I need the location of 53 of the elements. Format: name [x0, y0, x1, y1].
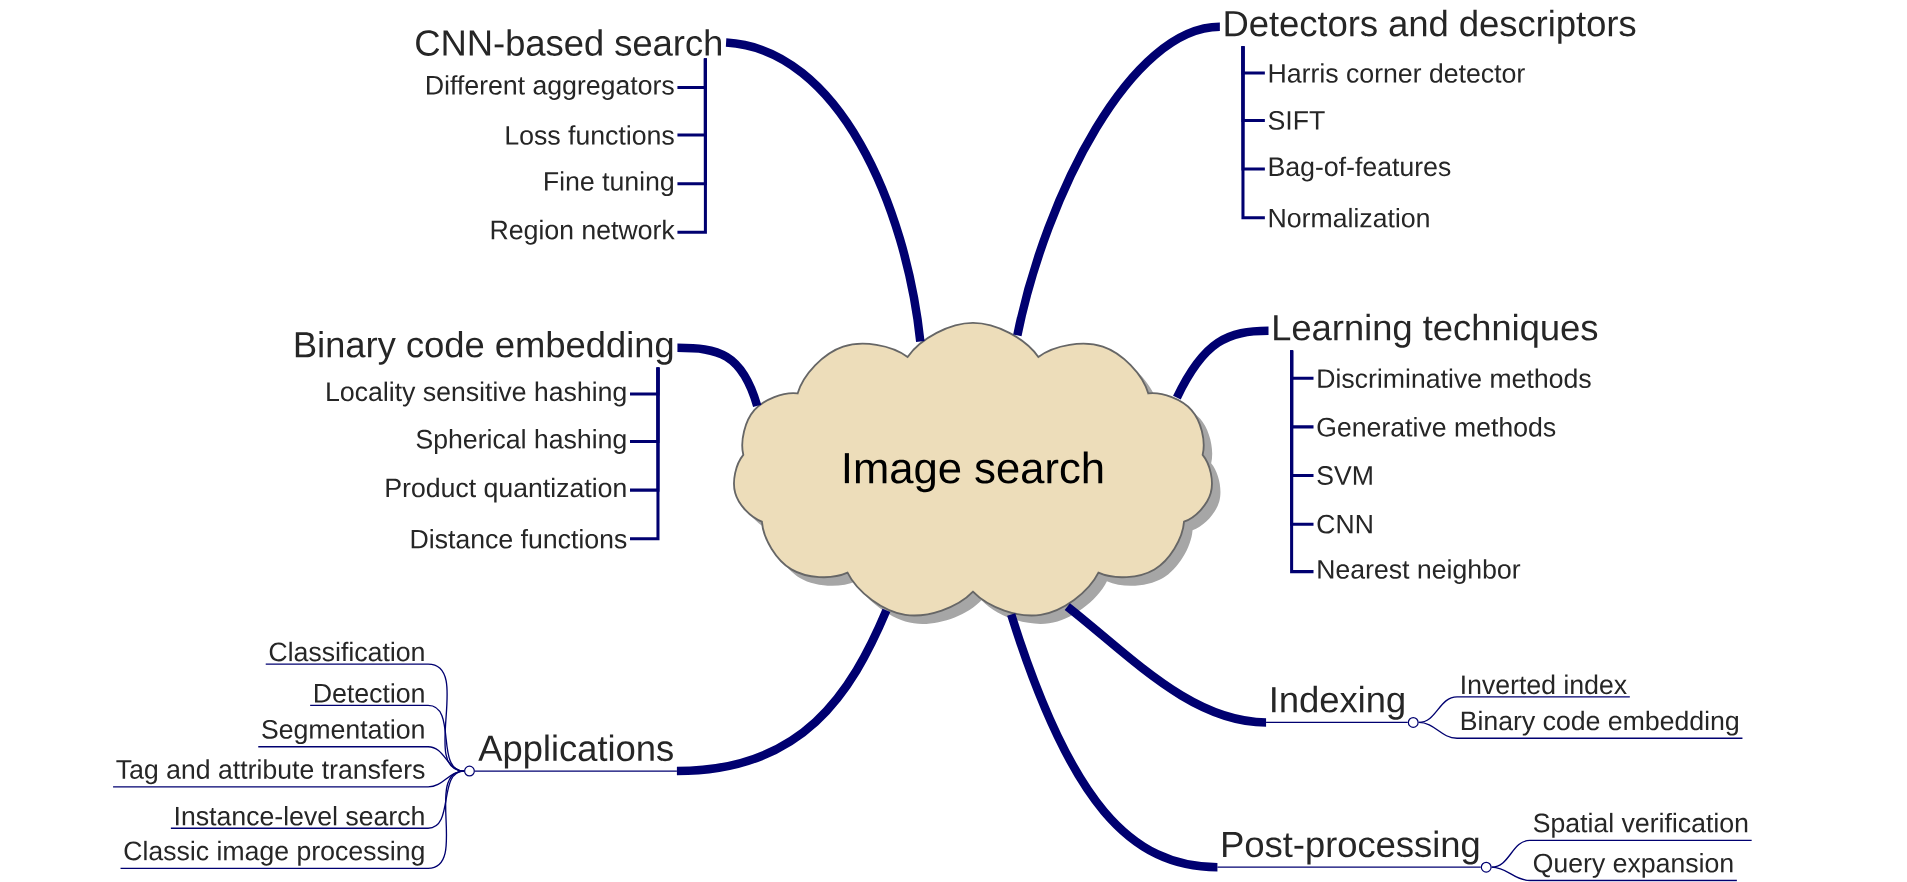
subtopic-label: Nearest neighbor	[1318, 559, 1521, 585]
branch-line	[119, 770, 465, 870]
branch-line	[257, 746, 465, 772]
topic-label: Detectors and descriptors	[1225, 9, 1636, 44]
subtopic-label: Inverted index	[1462, 674, 1627, 695]
branch-line	[1265, 721, 1409, 724]
branch-line	[676, 608, 891, 776]
branch-line	[1216, 866, 1482, 868]
subtopic-label: Product quantization	[386, 477, 626, 503]
branch-line	[1418, 721, 1744, 740]
subtopic-label: Detection	[315, 683, 424, 703]
subtopic-label: Normalization	[1269, 208, 1429, 228]
subtopic-label: SVM	[1317, 466, 1372, 486]
subtopic-label: Region network	[491, 220, 675, 245]
subtopic-label: Segmentation	[262, 719, 424, 745]
subtopic-label: SIFT	[1268, 111, 1325, 130]
subtopic-label: Query expansion	[1533, 853, 1733, 878]
subtopic-label: Tag and attribute transfers	[116, 759, 425, 785]
branch-line	[1290, 350, 1314, 574]
branch-line	[677, 58, 707, 234]
topic-label: Indexing	[1272, 686, 1404, 720]
branch-line	[474, 770, 678, 772]
subtopic-label: Distance functions	[411, 529, 627, 549]
branch-line	[1241, 46, 1265, 220]
branch-line	[1491, 866, 1738, 882]
subtopic-label: Instance-level search	[176, 806, 424, 826]
subtopic-label: Locality sensitive hashing	[327, 381, 626, 407]
subtopic-label: CNN	[1317, 514, 1372, 534]
branch-line	[1173, 326, 1269, 400]
topic-label: Post-processing	[1223, 830, 1479, 865]
subtopic-label: Binary code embedding	[1461, 710, 1738, 736]
subtopic-label: Loss functions	[506, 125, 674, 145]
branch-line	[725, 38, 925, 343]
subtopic-label: Different aggregators	[427, 75, 674, 101]
subtopic-label: Harris corner detector	[1269, 63, 1525, 83]
subtopic-label: Classic image processing	[124, 840, 424, 866]
branch-line	[1064, 603, 1267, 727]
topic-label: Binary code embedding	[295, 331, 673, 365]
branch-line	[1013, 22, 1221, 337]
subtopic-label: Spatial verification	[1533, 813, 1748, 838]
subtopic-label: Classification	[269, 641, 424, 662]
branch-line	[1491, 839, 1753, 868]
branch-line	[677, 343, 762, 408]
subtopic-label: Generative methods	[1317, 417, 1556, 437]
branch-line	[630, 367, 660, 541]
subtopic-label: Fine tuning	[545, 171, 673, 197]
subtopic-label: Bag-of-features	[1269, 156, 1451, 182]
subtopic-label: Discriminative methods	[1318, 368, 1591, 389]
subtopic-label: Spherical hashing	[416, 429, 626, 455]
branch-line	[1007, 613, 1218, 872]
topic-label: Learning techniques	[1274, 314, 1598, 348]
topic-label: Applications	[478, 734, 673, 769]
topic-label: CNN-based search	[416, 29, 721, 57]
